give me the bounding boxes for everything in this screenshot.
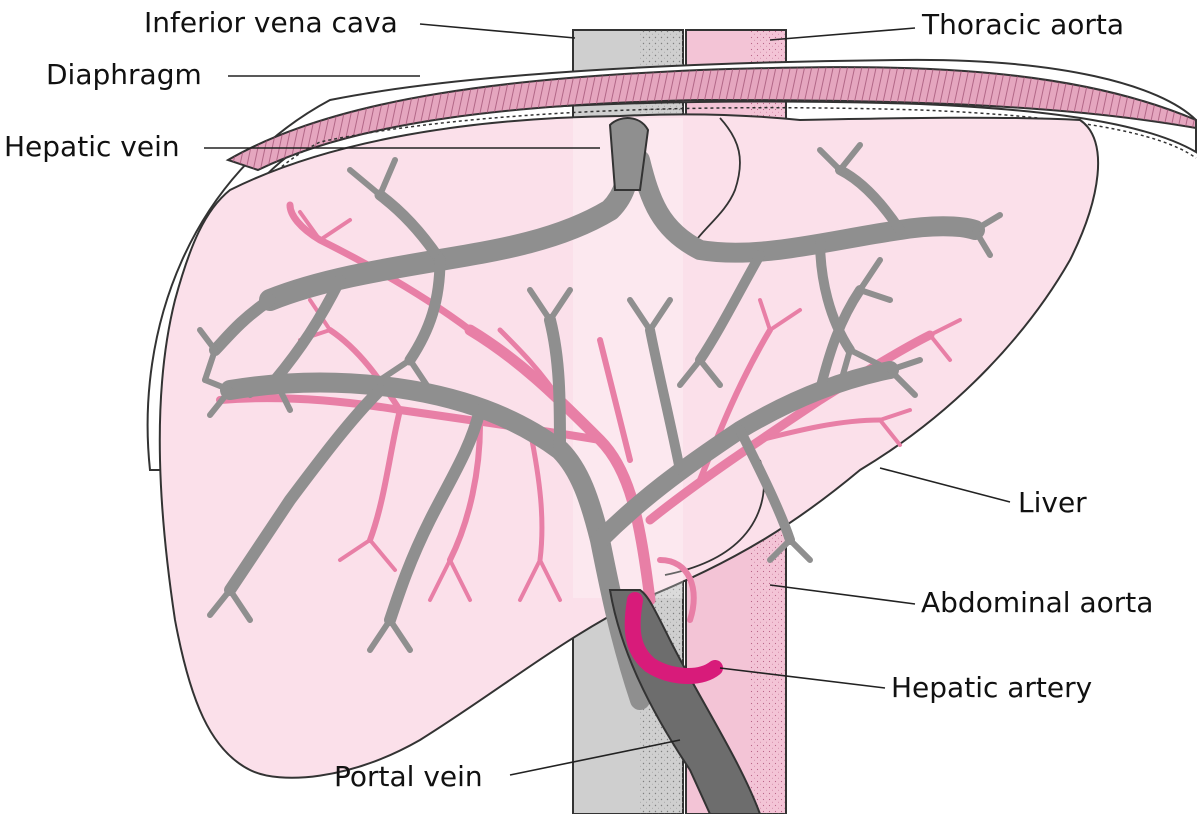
hepatic-vein-trunk xyxy=(608,117,650,191)
label-thoracic-aorta: Thoracic aorta xyxy=(921,8,1124,41)
label-hepatic-artery: Hepatic artery xyxy=(891,671,1092,704)
leader-hepatic-artery xyxy=(719,667,886,689)
portal-vein xyxy=(608,589,762,814)
label-liver: Liver xyxy=(1018,486,1087,519)
leader-lines xyxy=(204,23,1011,776)
label-inferior-vena-cava: Inferior vena cava xyxy=(144,6,398,39)
hepatic-artery-branches xyxy=(216,201,962,623)
leader-abdominal-aorta xyxy=(769,584,916,605)
label-abdominal-aorta: Abdominal aorta xyxy=(921,586,1153,619)
hepatic-artery xyxy=(624,592,723,684)
label-diaphragm: Diaphragm xyxy=(46,58,202,91)
leader-portal-vein xyxy=(509,739,681,776)
leader-ivc xyxy=(419,23,576,39)
hepatic-vein-branches xyxy=(197,129,1003,710)
label-hepatic-vein: Hepatic vein xyxy=(4,130,180,163)
label-portal-vein: Portal vein xyxy=(334,760,483,793)
leader-liver xyxy=(879,467,1011,503)
leader-thoracic-aorta xyxy=(769,27,916,41)
labels: Inferior vena cava Thoracic aorta Diaphr… xyxy=(4,6,1153,793)
